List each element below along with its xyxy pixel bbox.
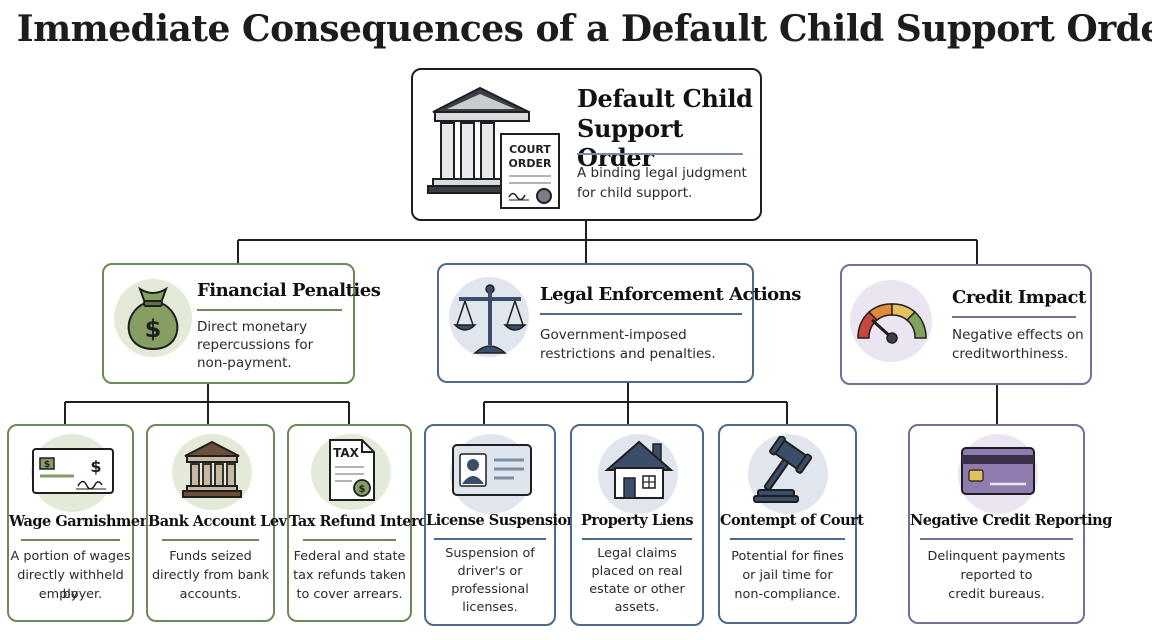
credit-gauge-icon bbox=[857, 303, 927, 344]
scales-of-justice-icon bbox=[453, 284, 527, 354]
category-credit-impact: Credit Impact Negative effects on credit… bbox=[840, 264, 1092, 385]
category-title: Legal Enforcement Actions bbox=[540, 284, 801, 305]
child-title: Wage Garnishment bbox=[9, 513, 156, 530]
id-card-icon bbox=[452, 444, 532, 496]
tax-label: TAX bbox=[333, 446, 360, 460]
child-license-suspension: License Suspension Suspension of driver'… bbox=[424, 424, 577, 626]
court-order-text-1: COURT bbox=[509, 143, 551, 156]
tax-document-icon: TAX $ bbox=[329, 439, 375, 501]
category-description-line: repercussions for bbox=[197, 337, 314, 353]
child-description-line: or jail time for bbox=[742, 568, 833, 583]
courthouse-with-court-order-icon: COURT ORDER bbox=[427, 86, 560, 209]
page-title: Immediate Consequences of a Default Chil… bbox=[16, 8, 1152, 50]
child-description-line: tax refunds taken bbox=[293, 568, 406, 583]
child-property-liens: Property Liens Legal claims placed on re… bbox=[570, 424, 704, 626]
child-description-line: Suspension of bbox=[445, 546, 535, 561]
svg-text:$: $ bbox=[90, 457, 101, 476]
category-description-line: restrictions and penalties. bbox=[540, 346, 716, 362]
gavel-icon bbox=[753, 436, 813, 503]
category-description-line: Government-imposed bbox=[540, 327, 687, 343]
child-description-line: driver's or bbox=[457, 564, 523, 579]
category-description-line: creditworthiness. bbox=[952, 346, 1069, 362]
child-description-line: assets. bbox=[614, 600, 660, 615]
bank-icon bbox=[182, 440, 242, 498]
child-divider bbox=[303, 539, 396, 541]
child-bank-account-levy: Bank Account Levy Funds seized directly … bbox=[146, 424, 295, 622]
money-bag-icon: $ bbox=[127, 286, 179, 351]
child-description-line: licenses. bbox=[462, 600, 518, 615]
category-divider bbox=[197, 309, 342, 311]
child-description-line: A portion of wages bbox=[10, 549, 131, 564]
child-description-line: professional bbox=[451, 582, 529, 597]
court-order-text-2: ORDER bbox=[509, 157, 552, 170]
svg-text:$: $ bbox=[44, 460, 50, 470]
child-divider bbox=[920, 538, 1073, 540]
category-financial-penalties: $ Financial Penalties Direct monetary re… bbox=[102, 263, 381, 384]
root-title-line-1: Default Child bbox=[577, 84, 753, 113]
child-description-line: Funds seized bbox=[169, 549, 252, 564]
child-divider bbox=[582, 538, 692, 540]
child-description-line: reported to bbox=[960, 568, 1033, 583]
child-description-line: placed on real bbox=[591, 564, 683, 579]
child-divider bbox=[21, 539, 120, 541]
child-title: Contempt of Court bbox=[720, 512, 864, 529]
category-description-line: Direct monetary bbox=[197, 319, 308, 335]
child-description-line: employer. bbox=[38, 587, 103, 602]
child-title: License Suspension bbox=[426, 512, 577, 529]
category-divider bbox=[952, 316, 1076, 318]
child-contempt-of-court: Contempt of Court Potential for fines or… bbox=[718, 424, 864, 624]
root-description-line-1: A binding legal judgment bbox=[577, 165, 747, 181]
child-divider bbox=[434, 538, 546, 540]
child-description-line: directly from bank bbox=[151, 568, 270, 583]
child-description-line: to cover arrears. bbox=[296, 587, 403, 602]
category-description-line: non-payment. bbox=[197, 355, 292, 371]
root-node-box: COURT ORDER Default Child Support Order … bbox=[411, 68, 762, 221]
child-description-line: Federal and state bbox=[293, 549, 406, 564]
house-icon bbox=[604, 440, 674, 499]
svg-text:$: $ bbox=[145, 315, 162, 343]
child-description-line: Delinquent payments bbox=[927, 549, 1066, 564]
child-description-line: directly withheld by bbox=[17, 568, 124, 602]
svg-text:$: $ bbox=[359, 484, 366, 495]
child-title: Bank Account Levy bbox=[148, 513, 295, 530]
child-title: Tax Refund Intercept bbox=[289, 513, 452, 530]
child-negative-credit-reporting: Negative Credit Reporting Delinquent pay… bbox=[908, 424, 1112, 624]
child-description-line: accounts. bbox=[179, 587, 242, 602]
child-description-line: estate or other bbox=[589, 582, 685, 597]
root-description-line-2: for child support. bbox=[577, 185, 693, 201]
child-description-line: non-compliance. bbox=[734, 587, 841, 602]
child-divider bbox=[730, 538, 845, 540]
paycheck-icon: $ $ bbox=[32, 448, 114, 494]
root-divider bbox=[577, 153, 743, 155]
category-legal-enforcement: Legal Enforcement Actions Government-imp… bbox=[437, 263, 801, 383]
root-title-line-2: Support Order bbox=[577, 114, 683, 172]
child-title: Negative Credit Reporting bbox=[910, 512, 1112, 529]
child-description-line: credit bureaus. bbox=[948, 587, 1045, 602]
child-wage-garnishment: $ $ Wage Garnishment A portion of wages … bbox=[7, 424, 156, 622]
child-description-line: Legal claims bbox=[597, 546, 677, 561]
category-title: Financial Penalties bbox=[197, 280, 381, 301]
category-description-line: Negative effects on bbox=[952, 327, 1084, 343]
credit-card-icon bbox=[961, 447, 1035, 495]
child-tax-refund-intercept: TAX $ Tax Refund Intercept Federal and s… bbox=[287, 424, 452, 622]
child-title: Property Liens bbox=[580, 512, 694, 529]
child-description-line: Potential for fines bbox=[731, 549, 844, 564]
category-title: Credit Impact bbox=[952, 287, 1086, 308]
child-divider bbox=[162, 539, 259, 541]
category-divider bbox=[540, 313, 742, 315]
